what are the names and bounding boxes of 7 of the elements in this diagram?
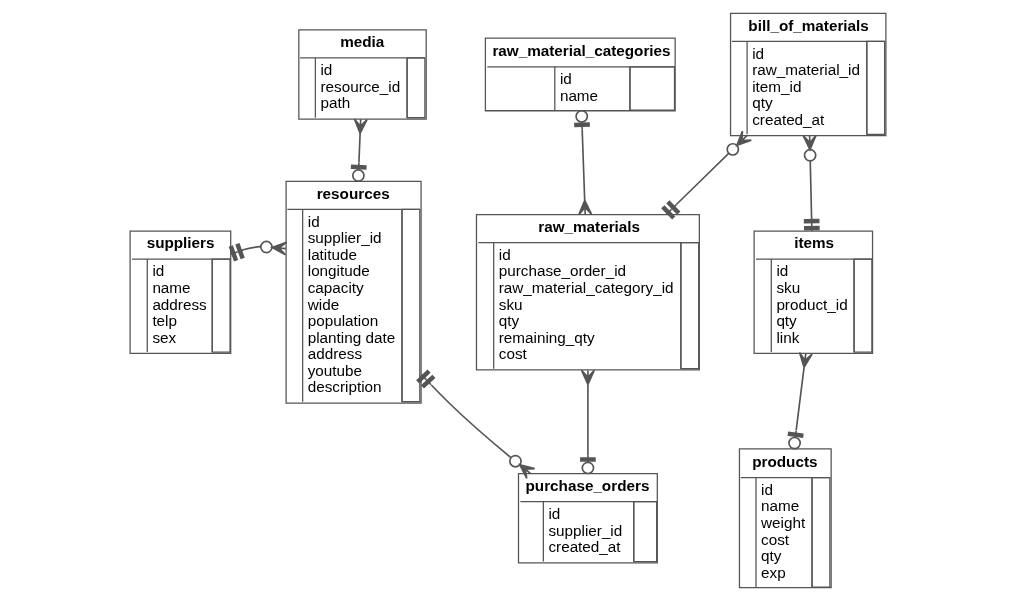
connector: [787, 351, 813, 450]
connector: [580, 369, 596, 475]
connector: [228, 240, 288, 262]
connector: [350, 118, 368, 182]
connector: [574, 109, 593, 216]
connector: [416, 369, 536, 480]
connector: [661, 130, 753, 220]
